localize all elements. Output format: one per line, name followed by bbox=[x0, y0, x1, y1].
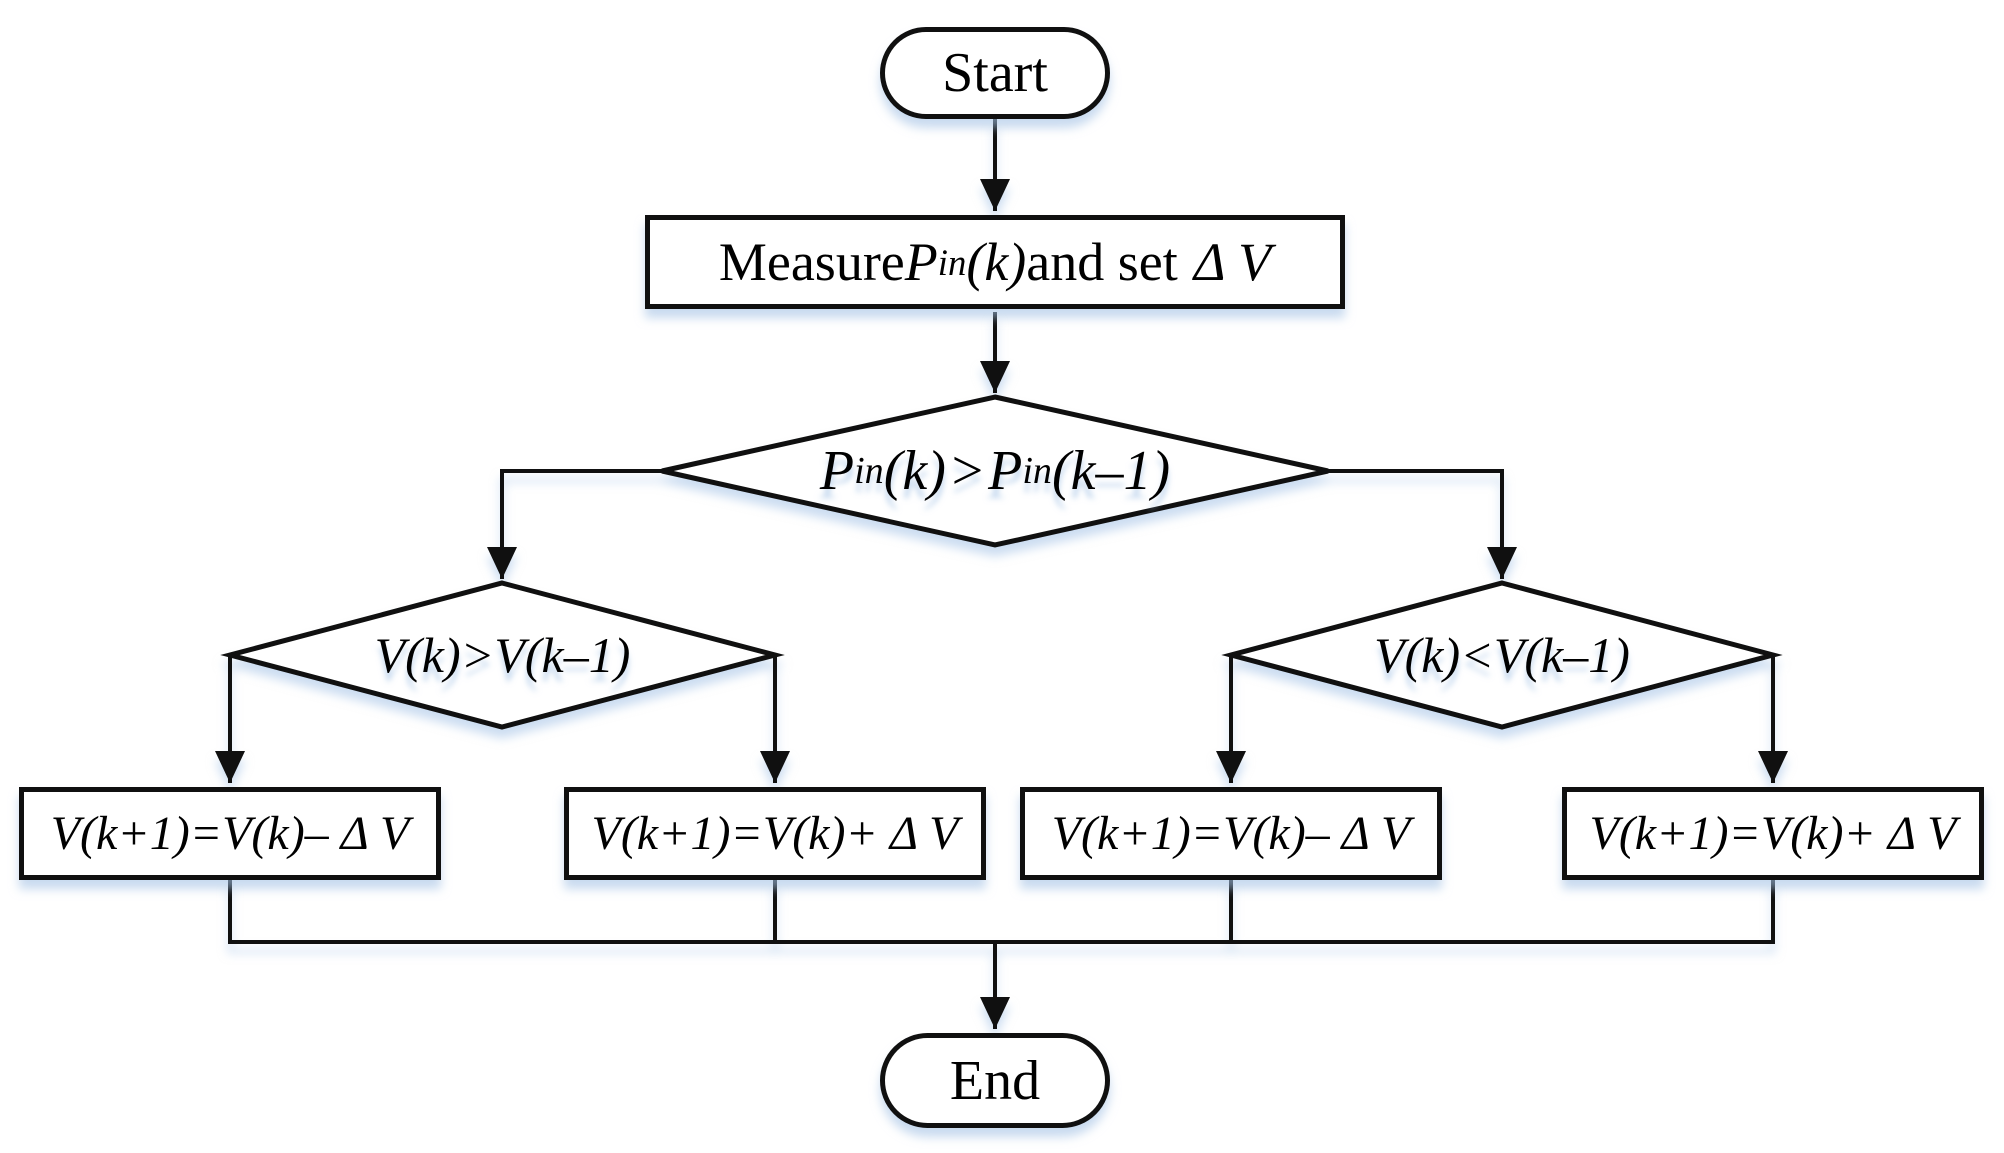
decision-right-label: V(k)<V(k–1) bbox=[1374, 627, 1630, 683]
assign-left-outer-label: V(k+1)=V(k)– Δ V bbox=[50, 807, 410, 860]
assign-right-inner-node: V(k+1)=V(k)– Δ V bbox=[1020, 787, 1442, 880]
decision-main-arg2: (k–1) bbox=[1051, 440, 1171, 502]
start-node: Start bbox=[880, 27, 1110, 119]
decision-main-operator: > bbox=[948, 440, 986, 502]
measure-label-mid: and set bbox=[1026, 232, 1178, 292]
assign-left-inner-node: V(k+1)=V(k)+ Δ V bbox=[564, 787, 986, 880]
decision-main-sub1: in bbox=[854, 450, 884, 492]
measure-label-sub: in bbox=[937, 241, 967, 283]
assign-left-outer-node: V(k+1)=V(k)– Δ V bbox=[19, 787, 441, 880]
decision-main-p1: P bbox=[819, 440, 855, 502]
decision-main-arg1: (k) bbox=[883, 440, 946, 502]
arrow-main-decision-to-left-decision bbox=[487, 469, 662, 579]
decision-right-shape bbox=[1221, 580, 1783, 730]
measure-label-delta: Δ V bbox=[1193, 232, 1272, 292]
assign-right-outer-node: V(k+1)=V(k)+ Δ V bbox=[1562, 787, 1984, 880]
assign-left-inner-label: V(k+1)=V(k)+ Δ V bbox=[591, 807, 959, 860]
decision-left-label: V(k)>V(k–1) bbox=[374, 627, 631, 683]
end-node: End bbox=[880, 1033, 1110, 1128]
decision-main-p2: P bbox=[988, 440, 1023, 502]
decision-main-shape bbox=[661, 394, 1329, 548]
measure-label-p: P bbox=[904, 232, 938, 292]
measure-label-prefix: Measure bbox=[718, 232, 905, 292]
arrow-main-decision-to-right-decision bbox=[1328, 469, 1517, 579]
assign-right-inner-label: V(k+1)=V(k)– Δ V bbox=[1051, 807, 1411, 860]
assign-right-outer-label: V(k+1)=V(k)+ Δ V bbox=[1589, 807, 1957, 860]
decision-left-shape bbox=[220, 580, 785, 730]
decision-main-sub2: in bbox=[1022, 450, 1052, 492]
end-label: End bbox=[949, 1049, 1041, 1112]
start-label: Start bbox=[942, 42, 1048, 104]
measure-label-arg: (k) bbox=[966, 232, 1027, 292]
